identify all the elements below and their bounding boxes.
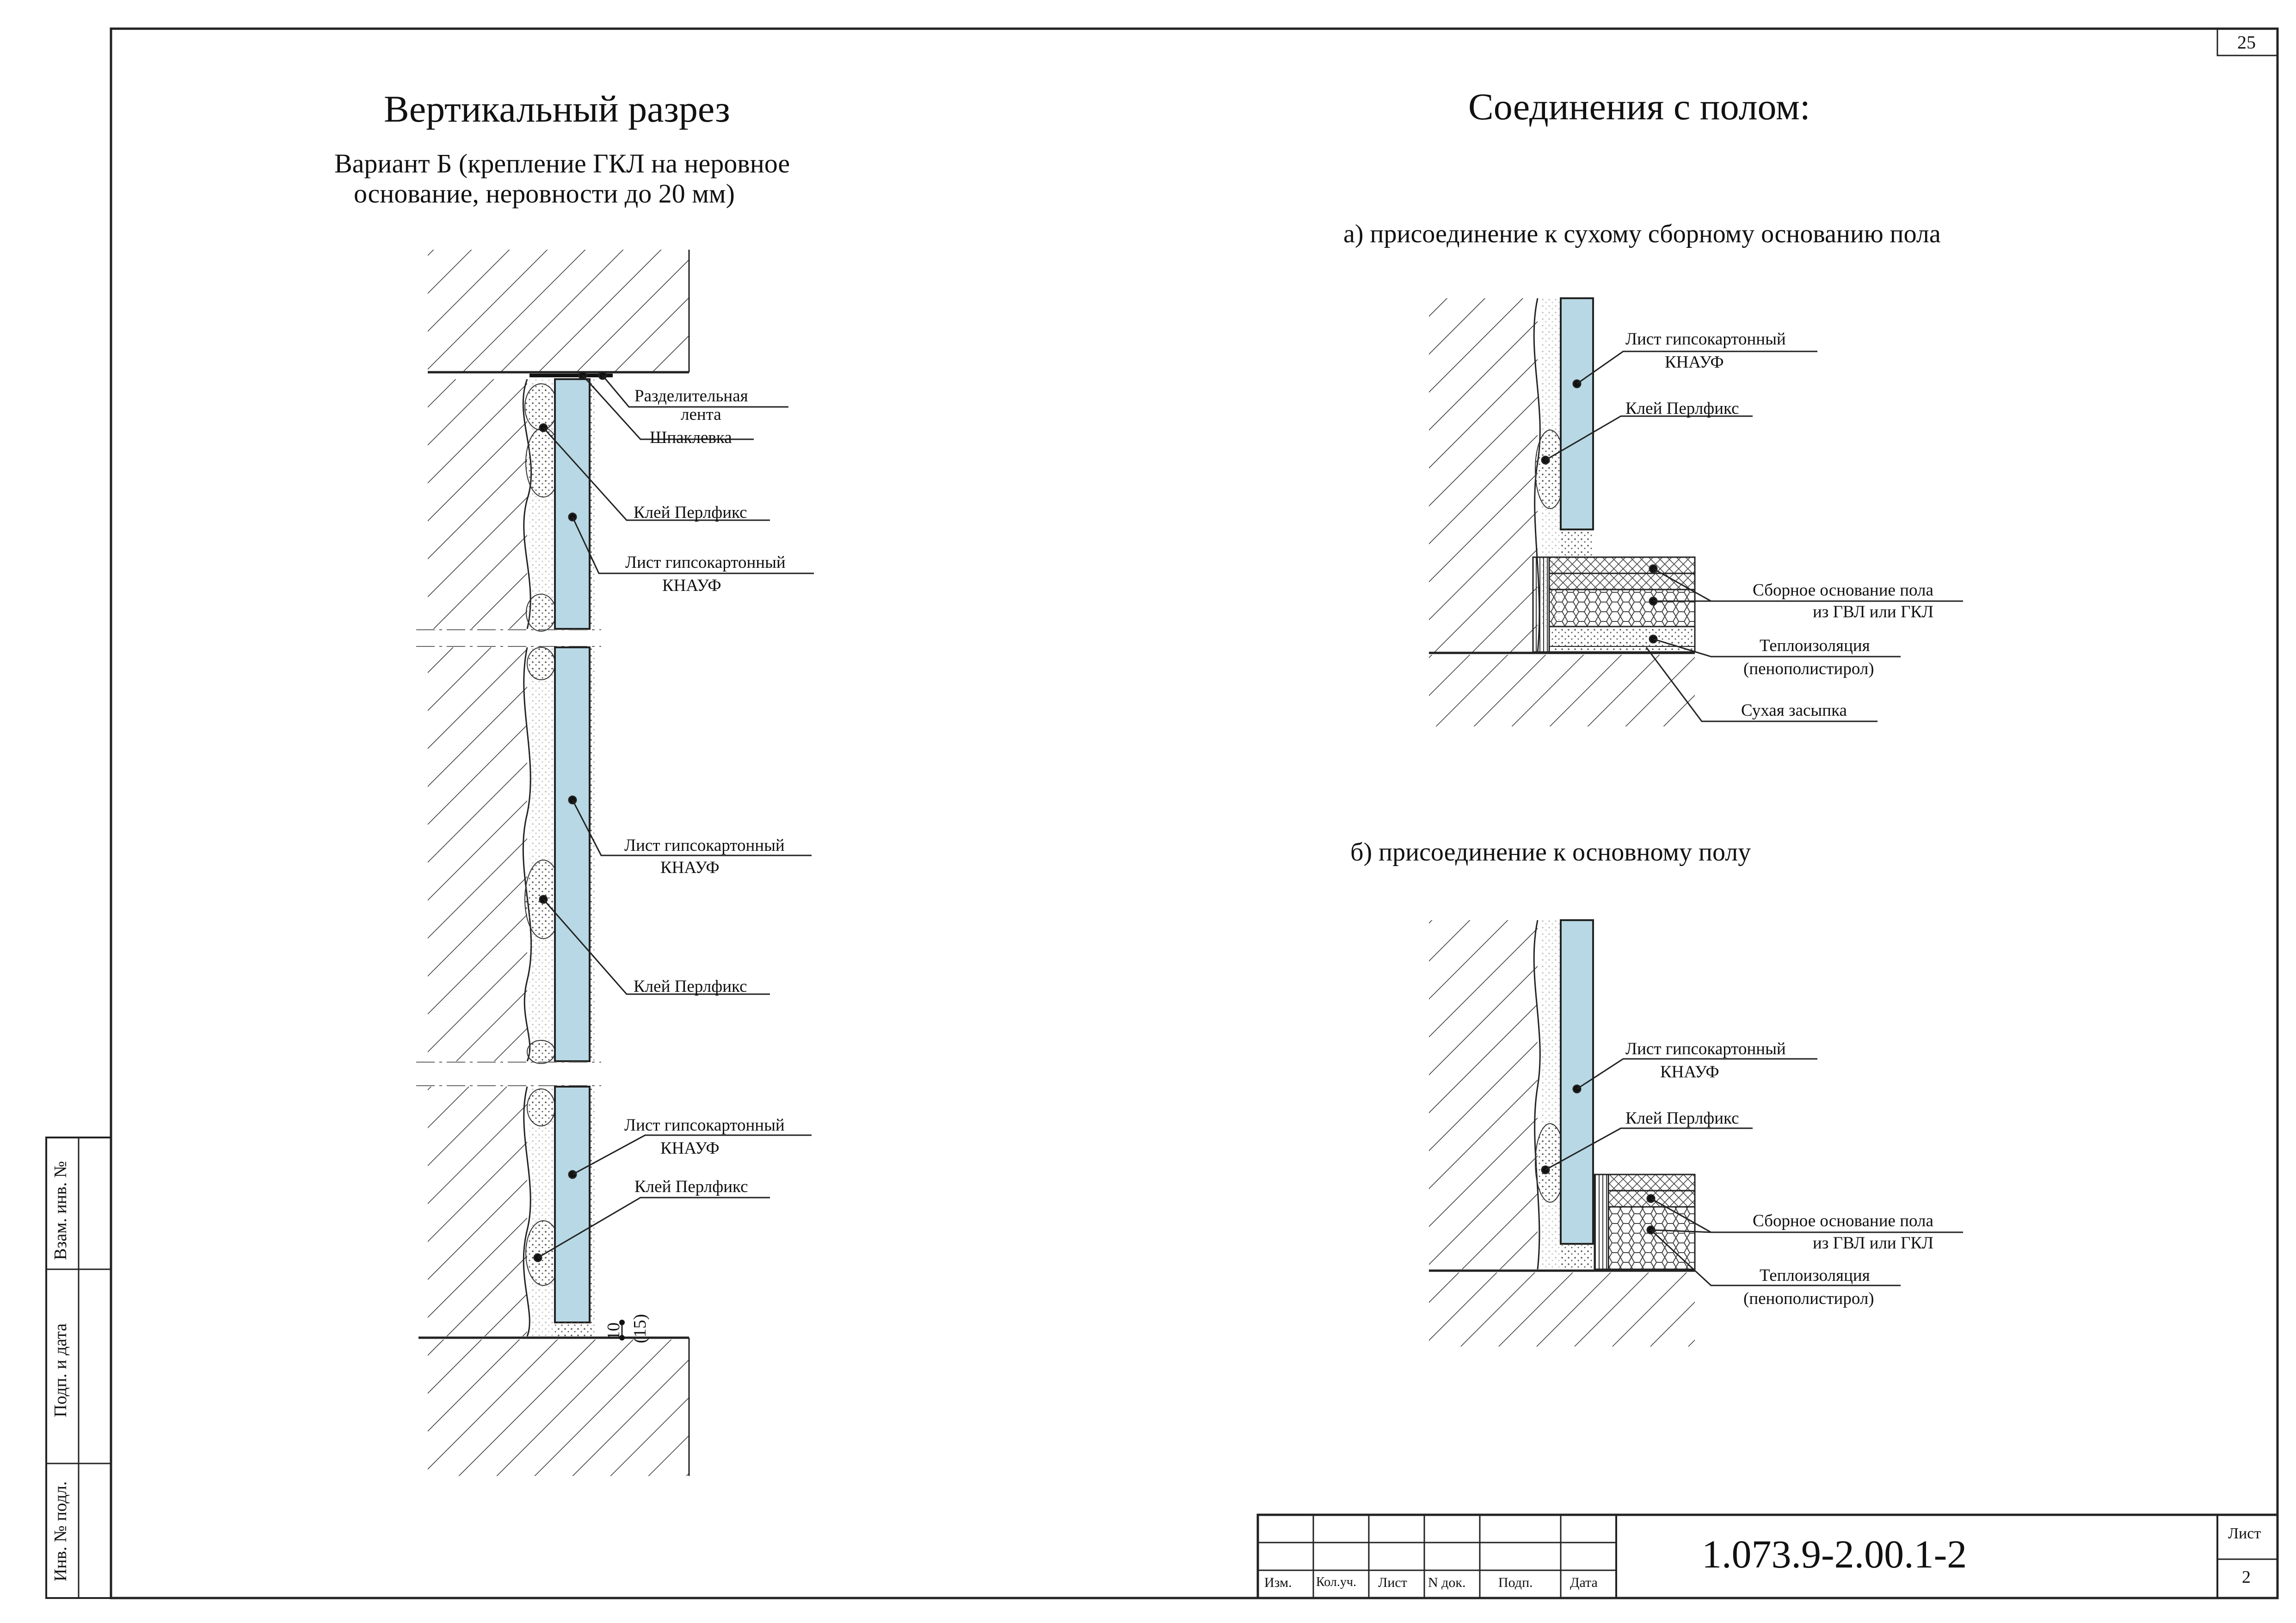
wall-masonry-3	[428, 1087, 527, 1336]
label-glue-1: Клей Перлфикс	[634, 503, 747, 522]
adhesive-blob-1a	[524, 383, 558, 430]
stamp-vzam-inv: Взам. инв. №	[51, 1161, 70, 1260]
case-a-base-slab	[1429, 655, 1695, 726]
case-a-sheet-line2: КНАУФ	[1665, 353, 1724, 372]
case-a-drawing	[1429, 297, 1696, 726]
label-sheet-1-line2: КНАУФ	[662, 576, 721, 595]
case-b-glue: Клей Перлфикс	[1625, 1109, 1739, 1128]
left-subtitle-line2: основание, неровности до 20 мм)	[354, 178, 735, 209]
case-a-insul-line2: (пенополистирол)	[1743, 659, 1874, 678]
case-a-leaders	[1541, 350, 1963, 722]
tb-list-label: Лист	[2228, 1525, 2261, 1542]
case-a-insul-line1: Теплоизоляция	[1760, 636, 1870, 655]
tb-col-izm: Изм.	[1264, 1575, 1292, 1590]
case-b-insul-line2: (пенополистирол)	[1743, 1289, 1874, 1308]
case-b-heading: б) присоединение к основному полу	[1350, 838, 1751, 867]
gypsum-board-3	[554, 1086, 591, 1323]
case-b-sheet-line1: Лист гипсокартонный	[1625, 1039, 1786, 1058]
left-leaders	[533, 371, 814, 1262]
gypsum-board-2	[554, 646, 591, 1062]
case-b-insul-line1: Теплоизоляция	[1760, 1266, 1870, 1285]
case-a-glue: Клей Перлфикс	[1625, 399, 1739, 418]
tb-col-list: Лист	[1378, 1575, 1407, 1590]
label-sheet-1-line1: Лист гипсокартонный	[625, 553, 786, 572]
case-b-insulation	[1607, 1206, 1696, 1270]
label-putty: Шпаклевка	[650, 428, 732, 447]
case-a-insulation	[1548, 589, 1696, 627]
title-block	[1256, 1513, 2279, 1599]
label-glue-2: Клей Перлфикс	[634, 977, 747, 996]
case-b-wall	[1429, 920, 1538, 1269]
adhesive-blob-2c	[527, 1040, 555, 1064]
case-a-gypsum-board	[1560, 297, 1594, 530]
case-b-base-line1: Сборное основание пола	[1753, 1211, 1933, 1230]
adhesive-blob-1c	[526, 594, 556, 632]
tb-list-number: 2	[2242, 1568, 2251, 1587]
document-code: 1.073.9-2.00.1-2	[1702, 1532, 1967, 1576]
gypsum-board-1	[554, 378, 591, 630]
case-b-leaders	[1541, 1058, 1963, 1286]
left-section-drawing	[416, 250, 690, 1476]
ceiling-slab	[428, 250, 689, 372]
label-sheet-3-line1: Лист гипсокартонный	[624, 1116, 785, 1135]
case-a-wall	[1429, 298, 1538, 652]
label-tape-line2: лента	[681, 405, 721, 424]
case-a-fill: Сухая засыпка	[1741, 701, 1847, 720]
tb-col-data: Дата	[1570, 1575, 1598, 1590]
tb-col-koluch: Кол.уч.	[1316, 1575, 1356, 1589]
left-title: Вертикальный разрез	[384, 88, 730, 130]
tb-col-ndok: N док.	[1428, 1575, 1466, 1590]
label-tape-line1: Разделительная	[634, 387, 748, 406]
case-a-base-line1: Сборное основание пола	[1753, 581, 1933, 600]
case-a-dry-fill	[1548, 626, 1696, 653]
tb-col-podp: Подп.	[1498, 1575, 1533, 1590]
case-b-sheet-line2: КНАУФ	[1660, 1063, 1719, 1082]
adhesive-blob-3a	[527, 1088, 555, 1126]
dim-10: 10	[604, 1322, 623, 1340]
floor-slab	[428, 1340, 689, 1476]
case-a-base-line2: из ГВЛ или ГКЛ	[1813, 602, 1934, 621]
left-subtitle-line1: Вариант Б (крепление ГКЛ на неровное	[334, 148, 790, 178]
stamp-inv-podl: Инв. № подл.	[51, 1481, 70, 1581]
top-sheet-number: 25	[2237, 32, 2256, 53]
stamp-podp-data: Подп. и дата	[51, 1323, 70, 1417]
case-b-drawing	[1429, 919, 1696, 1346]
label-glue-3: Клей Перлфикс	[634, 1177, 748, 1196]
label-sheet-3-line2: КНАУФ	[660, 1139, 720, 1158]
sheet-frame	[45, 27, 2279, 1599]
adhesive-blob-2a	[527, 647, 555, 680]
case-a-sheet-line1: Лист гипсокартонный	[1625, 330, 1786, 349]
label-sheet-2-line2: КНАУФ	[660, 858, 720, 877]
right-title: Соединения с полом:	[1468, 86, 1810, 128]
case-a-heading: а) присоединение к сухому сборному основ…	[1343, 220, 1941, 248]
case-b-base-slab	[1429, 1273, 1695, 1346]
wall-masonry-1	[428, 379, 527, 629]
label-sheet-2-line1: Лист гипсокартонный	[624, 836, 785, 855]
case-b-base-line2: из ГВЛ или ГКЛ	[1813, 1234, 1934, 1253]
dim-15: (15)	[630, 1314, 650, 1343]
wall-masonry-2	[428, 647, 527, 1061]
